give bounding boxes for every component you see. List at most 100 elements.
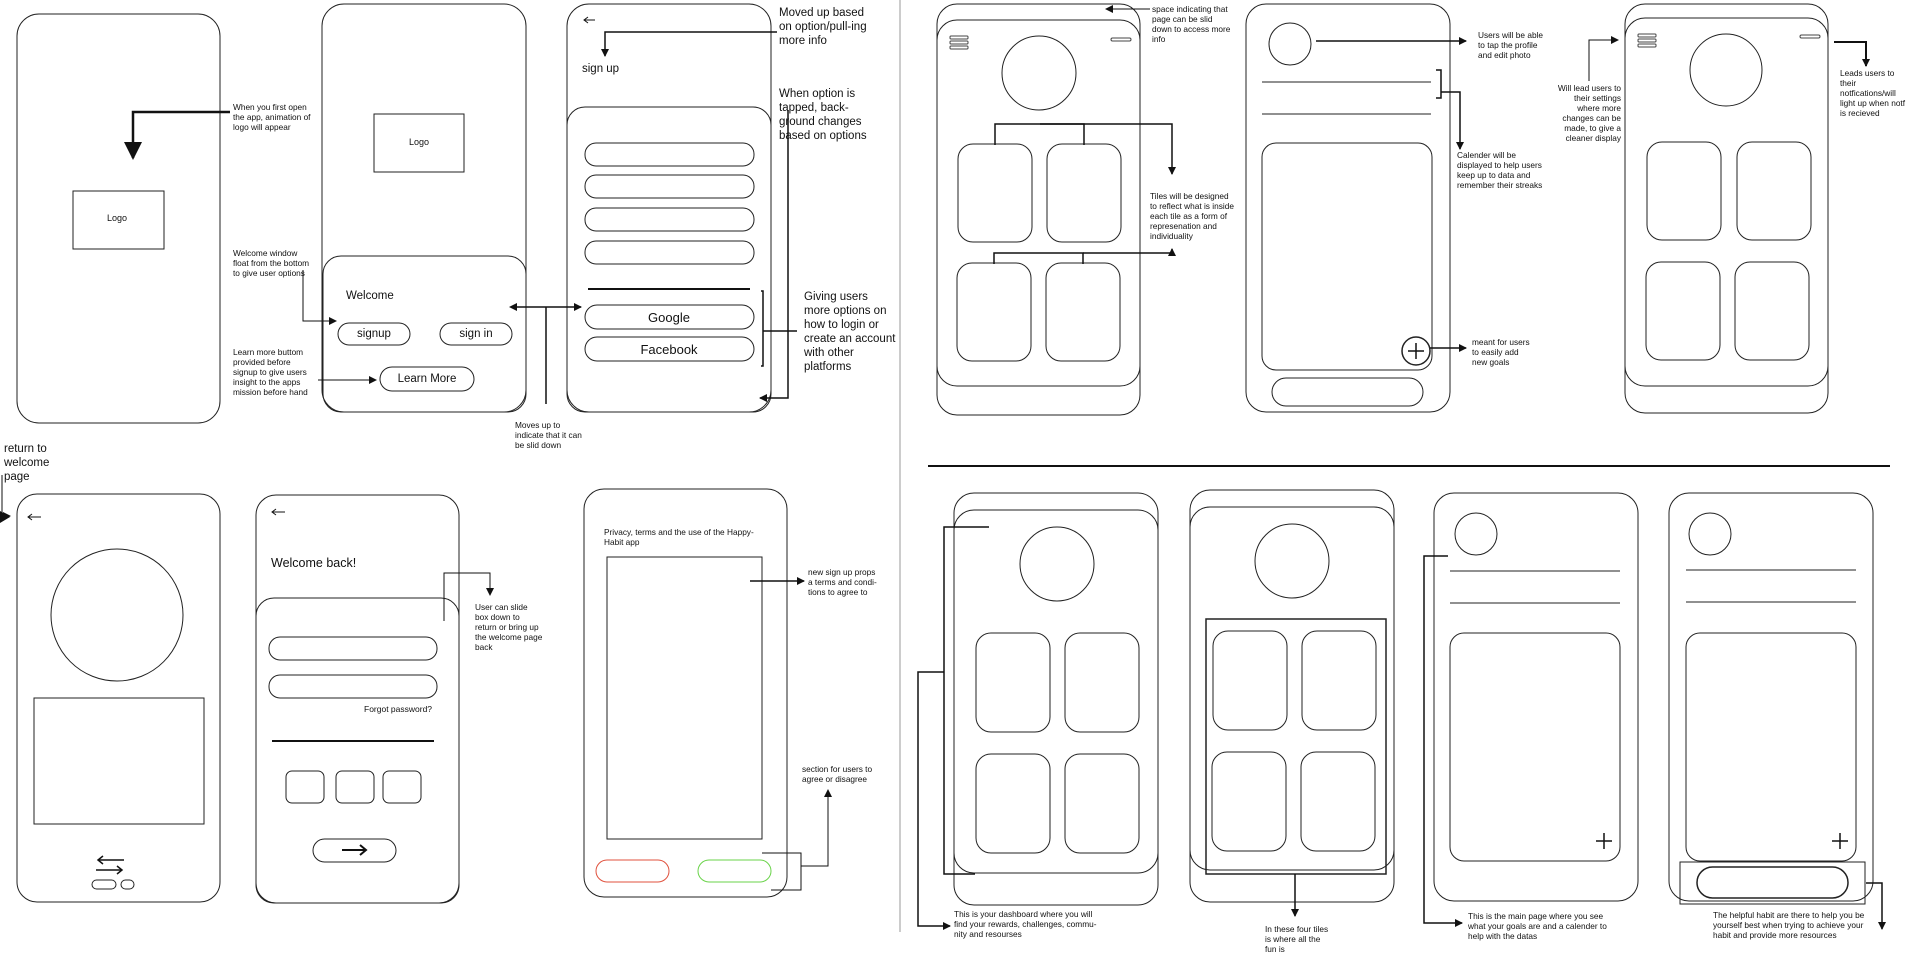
note-habit: The helpful habit are there to help you … (1713, 910, 1865, 940)
notification-bar-icon[interactable] (1799, 34, 1821, 39)
return-phone (16, 493, 221, 903)
dashboard-tile-4[interactable] (1045, 262, 1121, 362)
login-field-1[interactable] (268, 636, 438, 661)
tiles-bottom-arrow (1083, 248, 1176, 256)
splash-arrow (124, 110, 230, 160)
plus-icon[interactable] (1408, 343, 1424, 359)
facebook-button-label: Facebook (640, 342, 698, 357)
arrow-left-icon[interactable] (27, 513, 41, 521)
login-social-2[interactable] (335, 770, 375, 804)
login-social-3[interactable] (382, 770, 422, 804)
bottom-dashboard-tile-2[interactable] (1064, 632, 1140, 733)
signup-field-1[interactable] (584, 142, 755, 167)
swap-arrows-icon[interactable] (96, 855, 124, 875)
note-welcome-window: Welcome window float from the bottom to … (233, 248, 310, 278)
splash-phone (16, 13, 221, 424)
note-main-page: This is the main page where you see what… (1468, 911, 1607, 941)
google-button-label: Google (648, 310, 690, 325)
login-next-button[interactable] (312, 838, 397, 863)
profile-avatar[interactable] (1268, 22, 1312, 66)
plus-icon[interactable] (1596, 833, 1612, 849)
dashboard-note-arrow (917, 671, 951, 930)
bottom-tiles-tile-3[interactable] (1211, 751, 1287, 852)
settings-tile-4[interactable] (1734, 261, 1810, 361)
signup-field-2[interactable] (584, 174, 755, 199)
settings-avatar (1689, 33, 1763, 107)
bottom-dashboard-tile-4[interactable] (1064, 753, 1140, 854)
arrow-left-icon[interactable] (271, 508, 285, 516)
note-splash: When you first open the app, animation o… (233, 102, 311, 132)
signup-button[interactable] (337, 322, 411, 346)
return-pill-2[interactable] (120, 879, 135, 890)
settings-tile-3[interactable] (1645, 261, 1721, 361)
bottom-dashboard-tile-1[interactable] (975, 632, 1051, 733)
bottom-tiles-phone-back (1189, 489, 1395, 871)
login-field-2[interactable] (268, 674, 438, 699)
note-return: return to welcome page (4, 443, 50, 483)
welcome-window-arrow (302, 270, 337, 325)
bottom-tiles-tile-4[interactable] (1300, 751, 1376, 852)
login-social-1[interactable] (285, 770, 325, 804)
bottom-tiles-tile-1[interactable] (1212, 630, 1288, 731)
bottom-dashboard-tile-3[interactable] (975, 753, 1051, 854)
note-profile: Users will be able to tap the profile an… (1478, 30, 1544, 60)
hamburger-menu-icon[interactable] (1637, 33, 1657, 48)
arrow-left-icon[interactable] (583, 16, 595, 24)
dashboard-tile-2[interactable] (1046, 143, 1122, 243)
bottom-tiles-frame (1205, 618, 1387, 875)
google-button[interactable] (584, 304, 755, 330)
habit-avatar[interactable] (1688, 512, 1732, 556)
settings-phone (1624, 17, 1829, 414)
habit-calendar (1685, 632, 1857, 862)
dashboard-tile-1[interactable] (957, 143, 1033, 243)
note-moves-up: Moves up to indicate that it can be slid… (515, 420, 582, 450)
main-page-avatar[interactable] (1454, 512, 1498, 556)
profile-calendar (1261, 142, 1433, 371)
signup-title: sign up (582, 63, 620, 75)
arrow-right-icon[interactable] (342, 844, 368, 856)
disagree-button[interactable] (595, 859, 670, 883)
note-dashboard: This is your dashboard where you will fi… (954, 909, 1097, 939)
bottom-dashboard-avatar (1019, 526, 1095, 602)
habit-phone (1668, 492, 1874, 902)
calendar-bracket (1436, 69, 1442, 99)
notification-bar-icon[interactable] (1110, 37, 1132, 42)
settings-arrow (1588, 36, 1619, 81)
welcome-logo-text: Logo (408, 137, 430, 147)
agree-bracket (762, 852, 802, 891)
profile-bottom-bar[interactable] (1271, 377, 1424, 407)
facebook-button[interactable] (584, 336, 755, 362)
login-title: Welcome back! (271, 556, 357, 570)
note-settings: Will lead users to their settings where … (1557, 83, 1621, 143)
signup-field-4[interactable] (584, 240, 755, 265)
background-arrow (759, 110, 789, 402)
settings-tile-1[interactable] (1646, 141, 1722, 241)
signin-button[interactable] (439, 322, 513, 346)
bottom-tiles-tile-2[interactable] (1301, 630, 1377, 731)
tiles-top-bracket (994, 123, 1085, 145)
note-agree: section for users to agree or disagree (802, 764, 873, 784)
profile-add-button[interactable] (1401, 336, 1431, 366)
welcome-phone (321, 3, 527, 413)
return-pill-1[interactable] (91, 879, 117, 890)
note-calendar: Calender will be displayed to help users… (1457, 150, 1543, 190)
slide-box-arrow (443, 572, 494, 621)
hamburger-menu-icon[interactable] (949, 35, 969, 50)
agree-button[interactable] (697, 859, 772, 883)
habit-arrow (1866, 882, 1886, 930)
note-learn-more: Learn more buttom provided before signup… (233, 347, 308, 397)
note-slide-box: User can slide box down to return or bri… (475, 602, 543, 652)
note-platforms: Giving users more options on how to logi… (804, 291, 896, 373)
tiles-top-arrow (1040, 123, 1176, 175)
dashboard-tile-3[interactable] (956, 262, 1032, 362)
settings-tile-2[interactable] (1736, 141, 1812, 241)
plus-icon[interactable] (1832, 833, 1848, 849)
note-four-tiles: In these four tiles is where all the fun… (1265, 924, 1329, 954)
signup-field-3[interactable] (584, 207, 755, 232)
profile-phone (1245, 3, 1451, 413)
return-marker (0, 511, 10, 523)
habit-bottom-bar[interactable] (1696, 866, 1849, 899)
learn-more-button[interactable] (379, 366, 475, 392)
tiles-bottom-bracket (993, 252, 1084, 264)
forgot-password-link[interactable]: Forgot password? (364, 704, 433, 714)
